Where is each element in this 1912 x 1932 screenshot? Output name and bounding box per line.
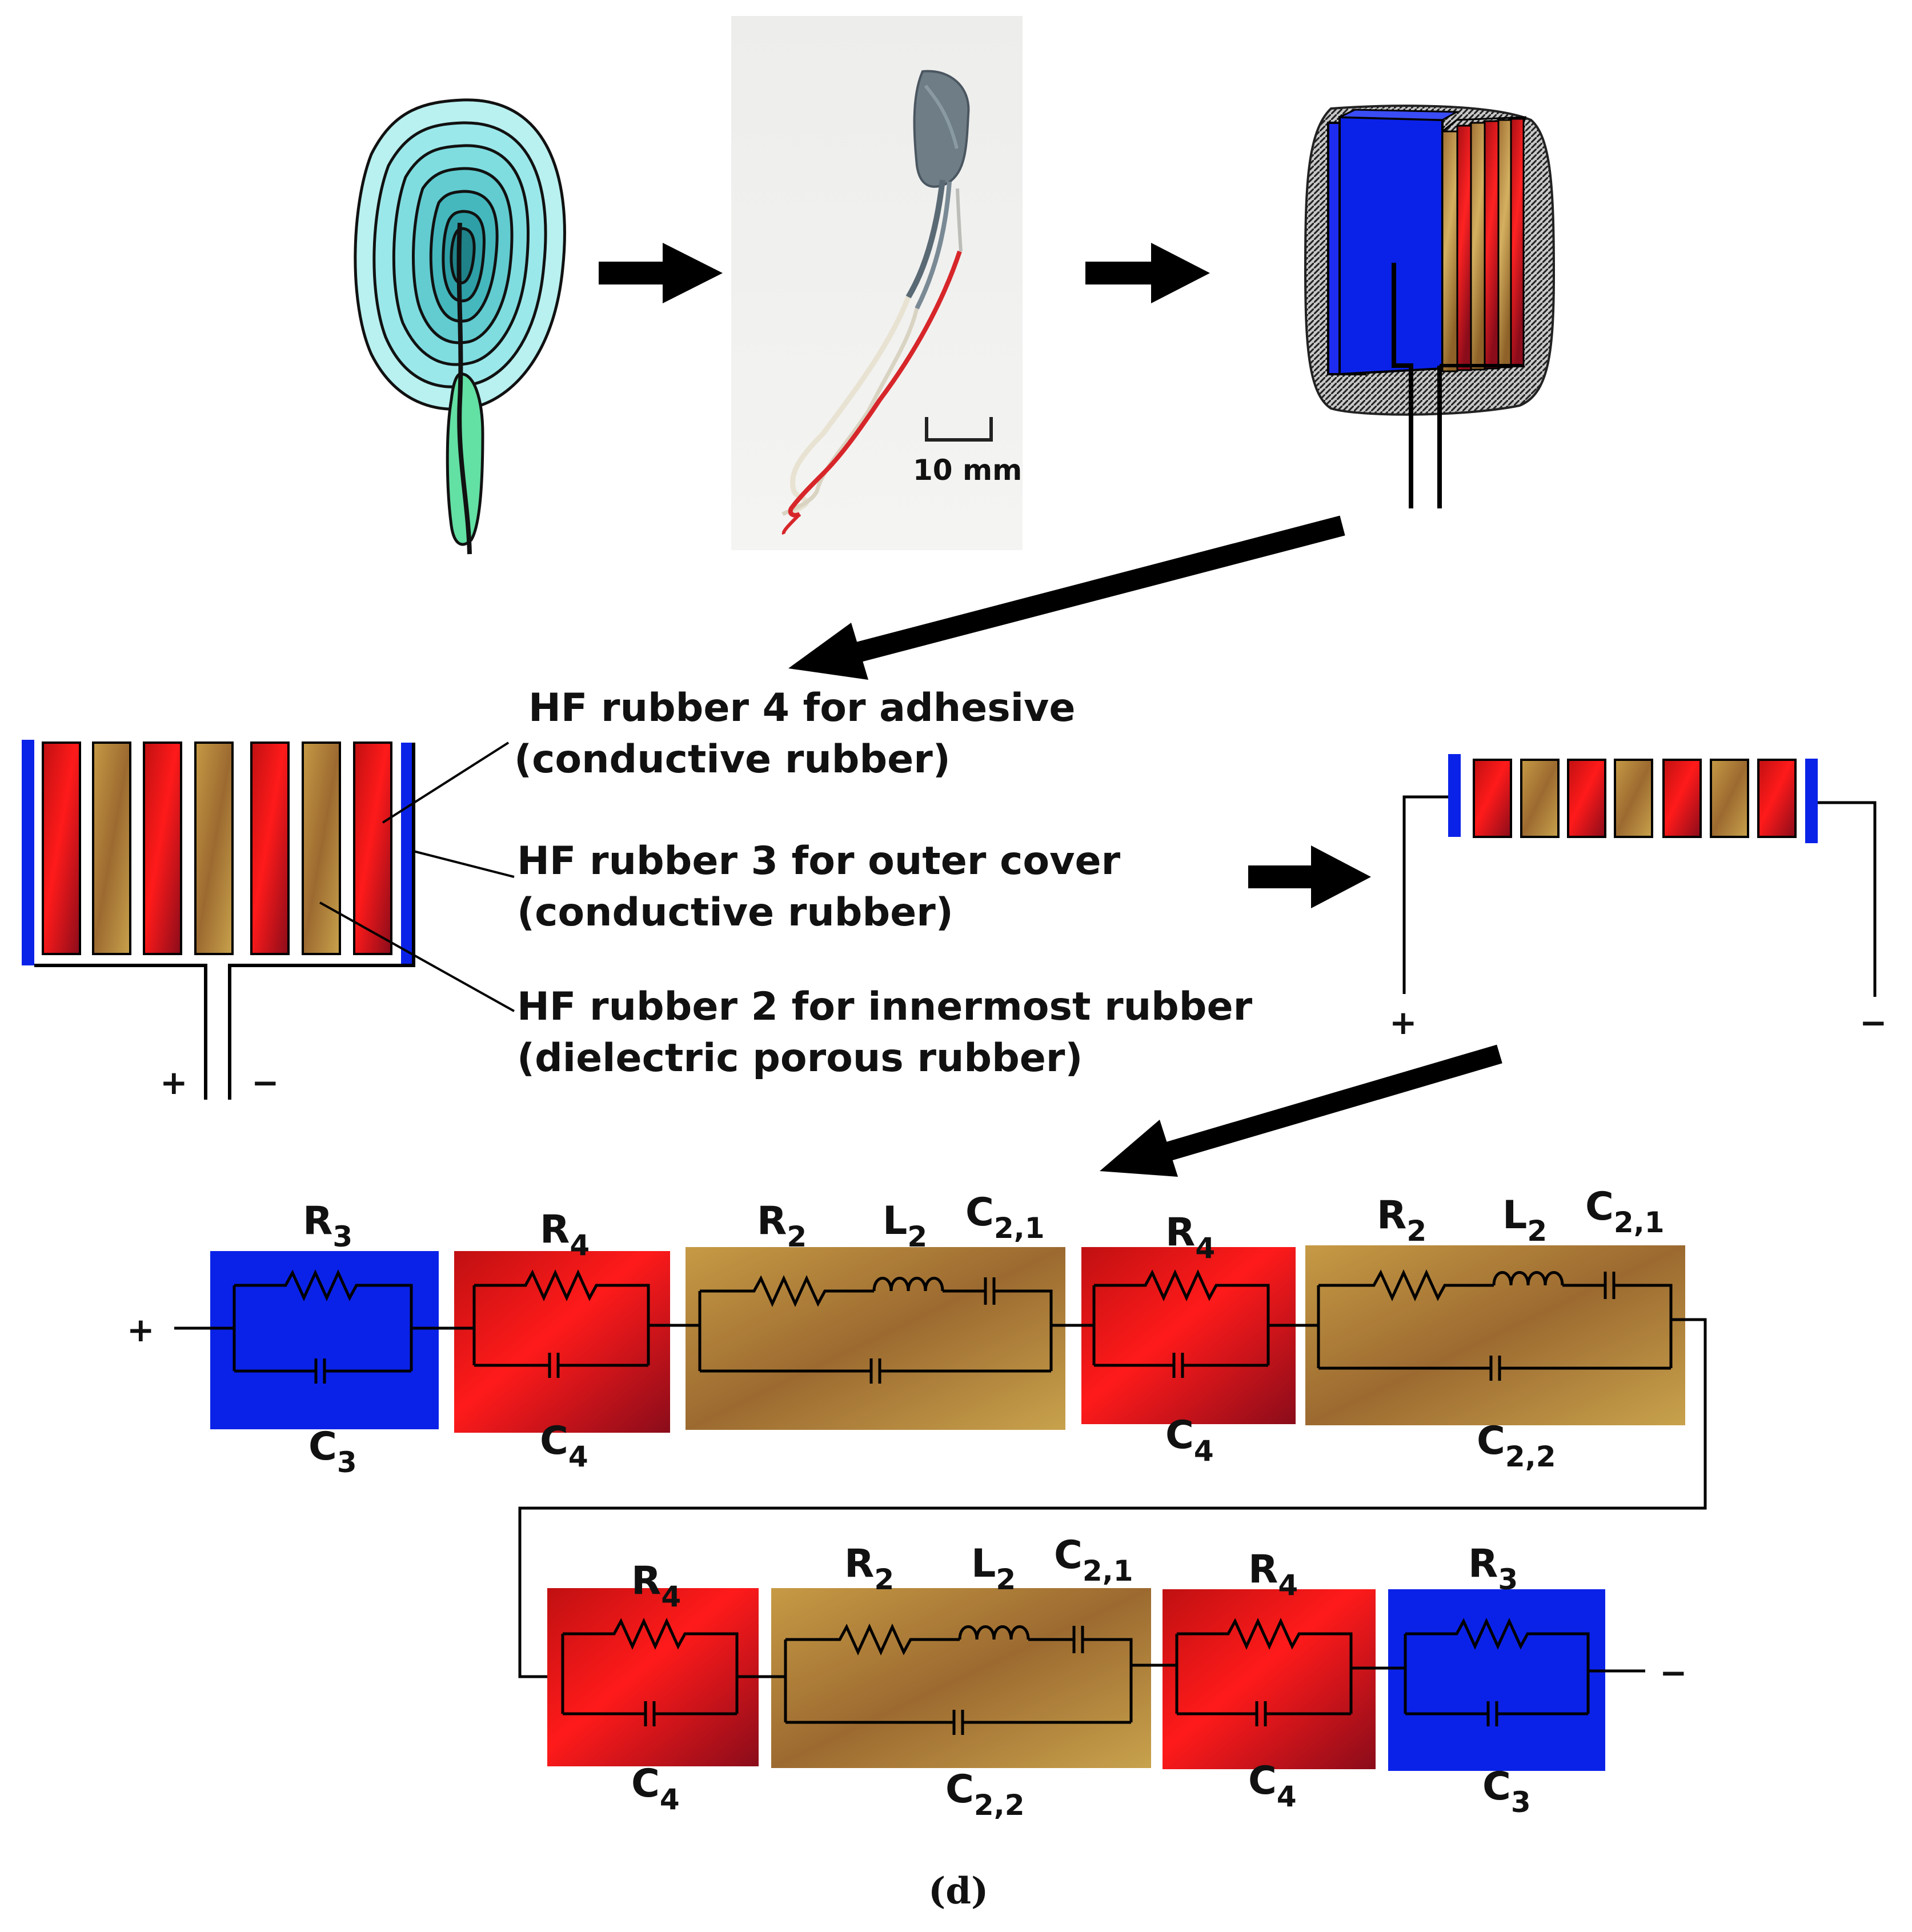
sensor-cutaway-drawing (1304, 105, 1556, 508)
svg-text:C3: C3 (308, 1424, 357, 1479)
svg-text:C2,2: C2,2 (945, 1767, 1024, 1822)
leader-hf3 (413, 850, 515, 878)
label-r4-top-3: R4 (631, 1558, 681, 1613)
terminal-minus-circuit: − (1660, 1653, 1687, 1692)
terminal-minus-stack: − (1859, 1003, 1887, 1042)
sensor-contour-drawing (354, 98, 566, 555)
svg-text:R4: R4 (540, 1207, 590, 1262)
label-r2-top-3: R2 (844, 1541, 894, 1596)
label-c3-bottom-right: C3 (1482, 1764, 1531, 1819)
circuit-block-r4-c4-1 (454, 1251, 670, 1433)
circuit-block-r4-c4-4 (1163, 1589, 1376, 1769)
circuit-block-rlc-2 (1305, 1245, 1685, 1425)
label-r2-top-1: R2 (757, 1199, 807, 1253)
layer-red-2 (143, 741, 182, 955)
label-hf2-line1: HF rubber 2 for innermost rubber (517, 984, 1253, 1029)
layer-red-1 (42, 741, 81, 955)
svg-text:R4: R4 (631, 1558, 681, 1613)
circuit-block-rlc-3 (771, 1588, 1151, 1768)
label-r3-top-right: R3 (1468, 1541, 1518, 1596)
svg-text:C3: C3 (1482, 1764, 1531, 1819)
svg-text:R2: R2 (757, 1199, 807, 1253)
svg-text:L2: L2 (971, 1541, 1016, 1596)
svg-text:R4: R4 (1248, 1547, 1298, 1602)
layer-stack-horizontal: + − (1389, 754, 1887, 1042)
arrow-diagonal-1 (788, 515, 1345, 680)
layer-gold-2 (194, 741, 234, 955)
label-r2-top-2: R2 (1377, 1193, 1426, 1248)
label-r4-top-1: R4 (540, 1207, 590, 1262)
layer-gold-1 (92, 741, 131, 955)
svg-text:R3: R3 (303, 1199, 352, 1253)
label-l2-top-3: L2 (971, 1541, 1016, 1596)
svg-text:C4: C4 (1165, 1413, 1214, 1468)
svg-text:R3: R3 (1468, 1541, 1518, 1596)
circuit-row-1: + R3 C3 R4 C4 R2 L2 C2,1 R4 C4 R2 L2 C2,… (127, 1184, 1707, 1678)
arrow-right-1 (599, 243, 723, 303)
svg-text:C4: C4 (631, 1761, 680, 1816)
label-c3-bottom: C3 (308, 1424, 357, 1479)
label-c21-top-1: C2,1 (965, 1190, 1044, 1245)
svg-text:C2,1: C2,1 (1585, 1184, 1664, 1239)
svg-text:C4: C4 (1248, 1758, 1297, 1813)
label-c4-bottom-4: C4 (1248, 1758, 1297, 1813)
scale-bar (925, 417, 993, 442)
label-c21-top-2: C2,1 (1585, 1184, 1664, 1239)
svg-text:C2,1: C2,1 (965, 1190, 1044, 1245)
arrow-diagonal-2 (1100, 1044, 1502, 1177)
svg-text:C4: C4 (540, 1418, 588, 1473)
label-hf4-line1: HF rubber 4 for adhesive (528, 686, 1075, 731)
circuit-block-rlc-1 (686, 1247, 1065, 1430)
label-hf3-line1: HF rubber 3 for outer cover (517, 839, 1121, 884)
svg-text:R2: R2 (844, 1541, 894, 1596)
label-l2-top-2: L2 (1502, 1193, 1547, 1248)
label-c4-bottom-1: C4 (540, 1418, 588, 1473)
circuit-block-r3-c3-left (210, 1251, 439, 1429)
terminal-plus-circuit: + (127, 1310, 155, 1349)
terminal-plus-stack: + (1389, 1003, 1417, 1042)
svg-text:L2: L2 (883, 1199, 927, 1253)
svg-text:R4: R4 (1165, 1210, 1215, 1265)
svg-text:L2: L2 (1502, 1193, 1547, 1248)
layer-red-4 (353, 741, 392, 955)
leader-hf2 (319, 901, 515, 1012)
label-c4-bottom-3: C4 (631, 1761, 680, 1816)
arrow-right-2 (1085, 243, 1210, 303)
label-l2-top-1: L2 (883, 1199, 927, 1253)
leader-hf4 (382, 741, 510, 824)
label-c4-bottom-2: C4 (1165, 1413, 1214, 1468)
scale-label: 10 mm (913, 454, 1022, 487)
label-c21-top-3: C2,1 (1054, 1533, 1133, 1588)
layer-gold-3 (302, 741, 341, 955)
terminal-minus-cross-section: − (251, 1063, 279, 1102)
layer-cross-section: + − (22, 740, 415, 1102)
svg-text:R2: R2 (1377, 1193, 1426, 1248)
label-hf4-line2: (conductive rubber) (514, 737, 951, 782)
svg-text:C2,1: C2,1 (1054, 1533, 1133, 1588)
label-r4-top-2: R4 (1165, 1210, 1215, 1265)
figure-caption: (d) (928, 1870, 988, 1913)
circuit-block-r3-c3-right (1388, 1589, 1605, 1771)
label-hf2-line2: (dielectric porous rubber) (517, 1036, 1083, 1081)
label-r4-top-4: R4 (1248, 1547, 1298, 1602)
layer-red-3 (250, 741, 290, 955)
svg-text:C2,2: C2,2 (1477, 1418, 1556, 1473)
label-c22-bottom-2: C2,2 (945, 1767, 1024, 1822)
label-c22-bottom-1: C2,2 (1477, 1418, 1556, 1473)
sensor-photo: 10 mm (731, 16, 1023, 550)
label-hf3-line2: (conductive rubber) (517, 890, 953, 935)
label-r3-top: R3 (303, 1199, 352, 1253)
circuit-block-r4-c4-2 (1081, 1247, 1296, 1424)
circuit-row-2: − R4 C4 R2 L2 C2,1 C2,2 R4 C4 R3 C3 (547, 1533, 1687, 1822)
terminal-plus-cross-section: + (160, 1063, 188, 1102)
arrow-right-3 (1248, 845, 1371, 908)
circuit-block-r4-c4-3 (547, 1588, 759, 1766)
